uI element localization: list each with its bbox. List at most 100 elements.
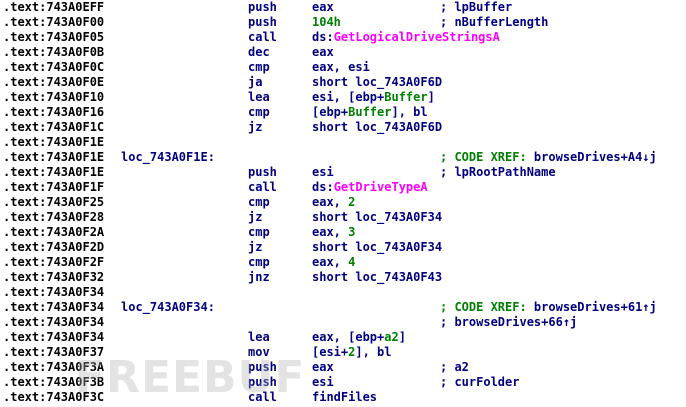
code-line[interactable]: .text:743A0F1C jz short loc_743A0F6D bbox=[0, 120, 686, 135]
instruction-operands[interactable]: ds:GetLogicalDriveStringsA bbox=[312, 30, 500, 45]
code-line[interactable]: .text:743A0F0E ja short loc_743A0F6D bbox=[0, 75, 686, 90]
code-label[interactable]: loc_743A0F34: bbox=[121, 300, 215, 314]
instruction-operands[interactable]: esi bbox=[312, 375, 334, 390]
line-address[interactable]: .text:743A0F3C bbox=[3, 390, 105, 404]
instruction-operands[interactable]: eax bbox=[312, 45, 334, 60]
instruction-operands[interactable]: eax bbox=[312, 360, 334, 375]
instruction-mnemonic[interactable]: jnz bbox=[248, 270, 270, 284]
code-line[interactable]: .text:743A0F28 jz short loc_743A0F34 bbox=[0, 210, 686, 225]
instruction-operands[interactable]: eax bbox=[312, 0, 334, 15]
instruction-mnemonic[interactable]: push bbox=[248, 360, 277, 374]
code-line[interactable]: .text:743A0F2F cmp eax, 4 bbox=[0, 255, 686, 270]
instruction-mnemonic[interactable]: mov bbox=[248, 345, 270, 359]
instruction-mnemonic[interactable]: jz bbox=[248, 210, 263, 224]
line-address[interactable]: .text:743A0F0E bbox=[3, 75, 105, 89]
instruction-mnemonic[interactable]: cmp bbox=[248, 60, 270, 74]
line-address[interactable]: .text:743A0EFF bbox=[3, 0, 105, 14]
code-line[interactable]: .text:743A0F34 lea eax, [ebp+a2] bbox=[0, 330, 686, 345]
instruction-operands[interactable]: esi, [ebp+Buffer] bbox=[312, 90, 435, 105]
line-address[interactable]: .text:743A0F3A bbox=[3, 360, 105, 374]
instruction-operands[interactable]: esi bbox=[312, 165, 334, 180]
instruction-mnemonic[interactable]: jz bbox=[248, 240, 263, 254]
instruction-operands[interactable]: 104h bbox=[312, 15, 341, 30]
line-address[interactable]: .text:743A0F2D bbox=[3, 240, 105, 254]
code-line[interactable]: .text:743A0F1E bbox=[0, 135, 686, 150]
line-address[interactable]: .text:743A0F34 bbox=[3, 285, 105, 299]
code-line[interactable]: .text:743A0F2D jz short loc_743A0F34 bbox=[0, 240, 686, 255]
line-address[interactable]: .text:743A0F05 bbox=[3, 30, 105, 44]
instruction-mnemonic[interactable]: cmp bbox=[248, 255, 270, 269]
instruction-mnemonic[interactable]: ja bbox=[248, 75, 263, 89]
instruction-operands[interactable]: eax, 2 bbox=[312, 195, 355, 210]
instruction-mnemonic[interactable]: push bbox=[248, 165, 277, 179]
line-address[interactable]: .text:743A0F1E bbox=[3, 135, 105, 149]
api-name[interactable]: GetDriveTypeA bbox=[333, 180, 428, 194]
instruction-mnemonic[interactable]: lea bbox=[248, 90, 270, 104]
instruction-mnemonic[interactable]: call bbox=[248, 180, 277, 194]
instruction-operands[interactable]: short loc_743A0F34 bbox=[312, 210, 442, 225]
line-address[interactable]: .text:743A0F16 bbox=[3, 105, 105, 119]
line-address[interactable]: .text:743A0F2A bbox=[3, 225, 105, 239]
line-address[interactable]: .text:743A0F1E bbox=[3, 150, 105, 164]
instruction-mnemonic[interactable]: jz bbox=[248, 120, 263, 134]
code-label[interactable]: loc_743A0F1E: bbox=[121, 150, 215, 164]
instruction-operands[interactable]: eax, 4 bbox=[312, 255, 355, 270]
code-line[interactable]: .text:743A0F05 call ds:GetLogicalDriveStri… bbox=[0, 30, 686, 45]
instruction-operands[interactable]: eax, [ebp+a2] bbox=[312, 330, 406, 345]
code-line[interactable]: .text:743A0F34; browseDrives+66↑j bbox=[0, 315, 686, 330]
line-address[interactable]: .text:743A0F2F bbox=[3, 255, 105, 269]
code-line[interactable]: .text:743A0F25 cmp eax, 2 bbox=[0, 195, 686, 210]
instruction-mnemonic[interactable]: cmp bbox=[248, 195, 270, 209]
instruction-mnemonic[interactable]: push bbox=[248, 15, 277, 29]
line-address[interactable]: .text:743A0F1F bbox=[3, 180, 105, 194]
instruction-operands[interactable]: short loc_743A0F34 bbox=[312, 240, 442, 255]
line-address[interactable]: .text:743A0F37 bbox=[3, 345, 105, 359]
code-line[interactable]: .text:743A0F16 cmp [ebp+Buffer], bl bbox=[0, 105, 686, 120]
line-address[interactable]: .text:743A0F34 bbox=[3, 315, 105, 329]
instruction-mnemonic[interactable]: dec bbox=[248, 45, 270, 59]
api-name[interactable]: GetLogicalDriveStringsA bbox=[333, 30, 500, 44]
line-address[interactable]: .text:743A0F34 bbox=[3, 300, 105, 314]
instruction-mnemonic[interactable]: push bbox=[248, 375, 277, 389]
instruction-operands[interactable]: short loc_743A0F43 bbox=[312, 270, 442, 285]
line-address[interactable]: .text:743A0F10 bbox=[3, 90, 105, 104]
code-line[interactable]: .text:743A0F32 jnz short loc_743A0F43 bbox=[0, 270, 686, 285]
line-address[interactable]: .text:743A0F1C bbox=[3, 120, 105, 134]
line-address[interactable]: .text:743A0F00 bbox=[3, 15, 105, 29]
line-address[interactable]: .text:743A0F0B bbox=[3, 45, 105, 59]
code-line[interactable]: .text:743A0F37 mov [esi+2], bl bbox=[0, 345, 686, 360]
instruction-mnemonic[interactable]: cmp bbox=[248, 225, 270, 239]
line-address[interactable]: .text:743A0F0C bbox=[3, 60, 105, 74]
line-address[interactable]: .text:743A0F32 bbox=[3, 270, 105, 284]
code-line[interactable]: .text:743A0F34 bbox=[0, 285, 686, 300]
instruction-operands[interactable]: eax, 3 bbox=[312, 225, 355, 240]
instruction-mnemonic[interactable]: lea bbox=[248, 330, 270, 344]
instruction-operands[interactable]: short loc_743A0F6D bbox=[312, 120, 442, 135]
instruction-mnemonic[interactable]: call bbox=[248, 30, 277, 44]
instruction-operands[interactable]: short loc_743A0F6D bbox=[312, 75, 442, 90]
instruction-mnemonic[interactable]: push bbox=[248, 0, 277, 14]
line-address[interactable]: .text:743A0F34 bbox=[3, 330, 105, 344]
instruction-mnemonic[interactable]: call bbox=[248, 390, 277, 404]
line-address[interactable]: .text:743A0F3B bbox=[3, 375, 105, 389]
code-line[interactable]: .text:743A0F1F call ds:GetDriveTypeA bbox=[0, 180, 686, 195]
instruction-mnemonic[interactable]: cmp bbox=[248, 105, 270, 119]
line-address[interactable]: .text:743A0F25 bbox=[3, 195, 105, 209]
code-line[interactable]: .text:743A0F10 lea esi, [ebp+Buffer] bbox=[0, 90, 686, 105]
instruction-operands[interactable]: ds:GetDriveTypeA bbox=[312, 180, 428, 195]
instruction-operands[interactable]: [esi+2], bl bbox=[312, 345, 391, 360]
line-address[interactable]: .text:743A0F28 bbox=[3, 210, 105, 224]
instruction-operands[interactable]: [ebp+Buffer], bl bbox=[312, 105, 428, 120]
instruction-operands[interactable]: eax, esi bbox=[312, 60, 370, 75]
code-line[interactable]: .text:743A0F0C cmp eax, esi bbox=[0, 60, 686, 75]
code-line[interactable]: .text:743A0F0B dec eax bbox=[0, 45, 686, 60]
